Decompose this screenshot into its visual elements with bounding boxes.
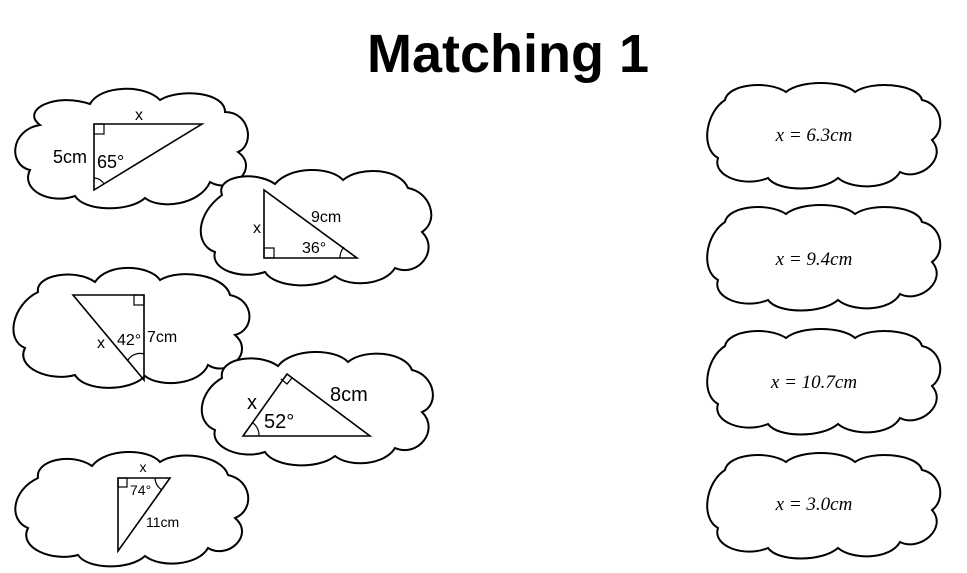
- question-cloud-1: x 5cm 65°: [14, 87, 249, 210]
- question-cloud-4: x 8cm 52°: [200, 351, 434, 467]
- side-label: 5cm: [53, 147, 87, 167]
- angle-label: 42°: [117, 332, 141, 349]
- answer-cloud-3: x = 10.7cm: [706, 328, 942, 436]
- right-angle-mark: [93, 123, 105, 135]
- side-label: x: [135, 107, 143, 124]
- angle-arc: [252, 422, 260, 437]
- cloud-shape: [706, 82, 942, 190]
- angle-label: 74°: [130, 482, 151, 498]
- cloud-shape: [706, 452, 942, 560]
- question-cloud-2: x 9cm 36°: [199, 169, 433, 287]
- angle-arc: [339, 246, 345, 259]
- question-cloud-3: x 42° 7cm: [12, 266, 251, 389]
- question-cloud-5: x 74° 11cm: [14, 451, 250, 568]
- right-angle-mark: [263, 247, 275, 259]
- side-label: x: [97, 335, 105, 352]
- right-angle-mark: [117, 477, 128, 488]
- angle-label: 65°: [97, 152, 124, 172]
- right-angle-mark: [280, 377, 293, 385]
- angle-arc: [154, 477, 163, 491]
- cloud-shape: [14, 87, 249, 210]
- angle-arc: [93, 177, 105, 185]
- answer-text: x = 9.4cm: [775, 249, 853, 270]
- answer-cloud-1: x = 6.3cm: [706, 82, 942, 190]
- triangle: [241, 372, 373, 437]
- cloud-shape: [14, 451, 250, 568]
- angle-label: 36°: [302, 240, 326, 257]
- side-label: 11cm: [146, 514, 179, 530]
- cloud-shape: [200, 351, 434, 467]
- page-title: Matching 1: [367, 24, 649, 84]
- triangle: [263, 188, 360, 259]
- side-label: x: [253, 220, 261, 237]
- triangle: [93, 123, 205, 192]
- angle-arc: [127, 352, 145, 361]
- answer-text: x = 6.3cm: [775, 125, 853, 146]
- answer-cloud-4: x = 3.0cm: [706, 452, 942, 560]
- angle-label: 52°: [264, 411, 294, 433]
- answer-text: x = 10.7cm: [770, 372, 857, 393]
- answer-cloud-2: x = 9.4cm: [706, 204, 942, 312]
- side-label: 7cm: [147, 329, 177, 346]
- side-label: 8cm: [330, 384, 368, 406]
- triangle: [71, 294, 145, 383]
- triangle: [117, 477, 172, 554]
- cloud-shape: [706, 328, 942, 436]
- side-label: x: [247, 392, 257, 414]
- side-label: 9cm: [311, 209, 341, 226]
- right-angle-mark: [133, 294, 145, 306]
- cloud-shape: [12, 266, 251, 389]
- side-label: x: [140, 459, 147, 475]
- cloud-shape: [706, 204, 942, 312]
- answer-text: x = 3.0cm: [775, 494, 853, 515]
